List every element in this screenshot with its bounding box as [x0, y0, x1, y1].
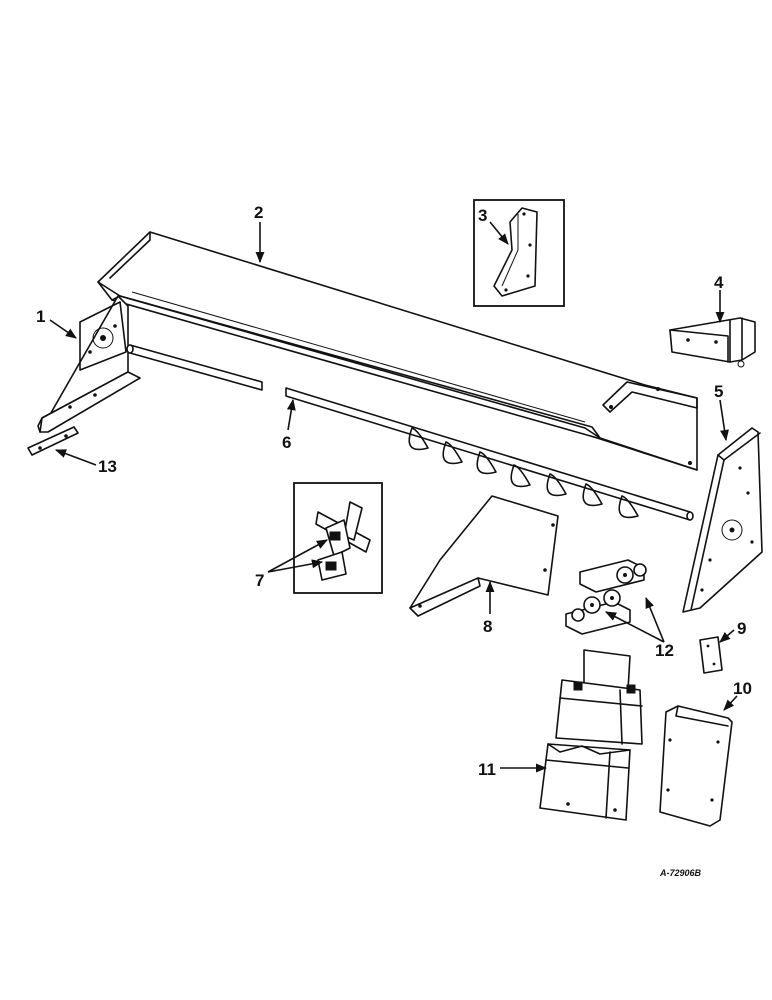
part-1-left-end-plate [37, 295, 141, 433]
part-12-chain-links [565, 559, 647, 635]
label-2: 2 [254, 203, 263, 222]
label-13: 13 [98, 457, 117, 476]
part-11-housing [539, 649, 643, 821]
label-11: 11 [478, 760, 496, 779]
part-3-bracket-inset [473, 199, 565, 307]
label-4: 4 [714, 273, 724, 292]
part-5-right-end-plate [682, 427, 763, 613]
part-6-auger-shaft [126, 344, 694, 521]
label-1: 1 [36, 307, 45, 326]
label-7: 7 [255, 571, 264, 590]
part-7-hanger-inset [293, 482, 383, 594]
part-9-small-plate [699, 636, 723, 674]
part-4-bracket [669, 317, 756, 368]
label-6: 6 [282, 433, 291, 452]
label-12: 12 [655, 641, 674, 660]
label-9: 9 [737, 619, 746, 638]
part-8-shield [409, 495, 559, 617]
part-10-rect-plate [659, 705, 733, 827]
part-2-trough-hood [97, 231, 698, 471]
label-3: 3 [478, 206, 487, 225]
label-8: 8 [483, 617, 492, 636]
label-5: 5 [714, 382, 723, 401]
reference-code: A-72906B [659, 868, 702, 878]
leader-lines [49, 221, 738, 773]
label-10: 10 [733, 679, 752, 698]
part-number-labels: 1 2 3 4 5 6 7 8 9 10 11 12 13 A-72906B [36, 203, 752, 878]
part-13-flat-plate [27, 426, 79, 456]
